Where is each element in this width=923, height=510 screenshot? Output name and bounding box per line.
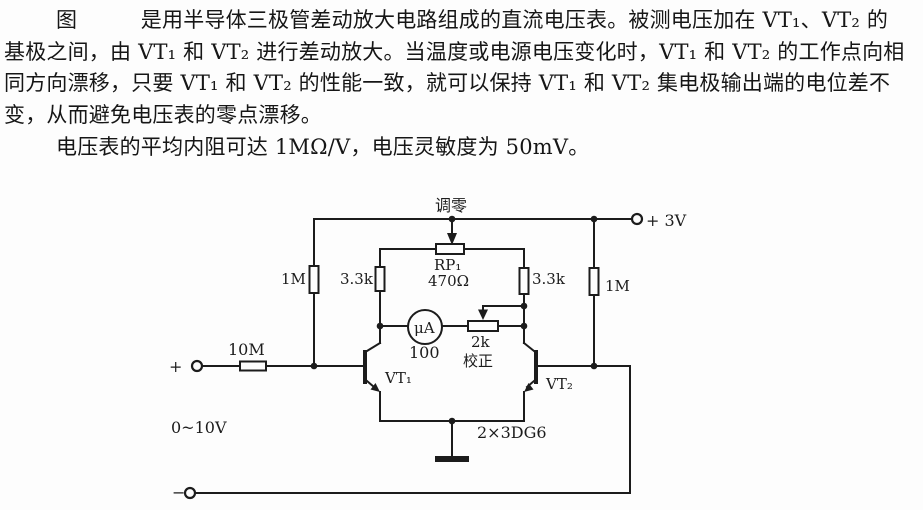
resistor-3.3k-right (518, 267, 530, 295)
rp1-name-label: RP₁ (434, 256, 461, 274)
resistor-3.3k-left (374, 266, 386, 292)
plus-sign-label: + (169, 357, 182, 376)
microammeter (407, 309, 443, 345)
resistors (239, 243, 600, 372)
r-1m-right-label: 1M (605, 277, 630, 295)
rp1-wiper-arrow-icon (447, 233, 457, 245)
text-line: 图 是用半导体三极管差动放大电路组成的直流电压表。被测电压加在 VT₁、VT₂ … (56, 8, 889, 32)
vt1-emitter-arrow-icon (370, 383, 380, 392)
vt2-emitter-arrow-icon (524, 383, 534, 392)
vt1-label: VT₁ (384, 369, 412, 387)
return-loop-wire (194, 365, 631, 494)
r-1m-left-label: 1M (281, 270, 306, 288)
vt2-collector-wire (522, 341, 536, 353)
minus-sign-label: − (172, 483, 185, 502)
r-10m-label: 10M (228, 340, 265, 359)
input-plus-terminal (190, 359, 204, 373)
resistor-10m-input (239, 360, 267, 372)
text-line: 基极之间，由 VT₁ 和 VT₂ 进行差动放大。当温度或电源电压变化时，VT₁ … (4, 39, 905, 64)
calibration-label: 校正 (463, 352, 493, 370)
rheostat-2k (467, 320, 499, 332)
potentiometer-rp1 (435, 243, 465, 255)
cal-wiper-arrow-icon (478, 309, 488, 320)
transistor-type-label: 2×3DG6 (477, 423, 547, 442)
vt1-emitter-wire (365, 379, 381, 422)
input-minus-terminal (183, 486, 197, 500)
cal-wiper-wire (482, 305, 525, 312)
zero-adjust-label: 调零 (435, 196, 467, 215)
meter-value-label: 100 (409, 343, 440, 362)
r-3.3k-left-label: 3.3k (340, 270, 374, 288)
input-range-label: 0~10V (171, 418, 227, 437)
intro-paragraph: 图 是用半导体三极管差动放大电路组成的直流电压表。被测电压加在 VT₁、VT₂ … (4, 5, 920, 164)
resistor-1m-left (308, 265, 320, 294)
supply-terminal (630, 212, 644, 226)
junction-dots (310, 215, 598, 425)
vt2-label: VT₂ (545, 375, 573, 393)
r-2k-label: 2k (471, 333, 491, 351)
r-3.3k-right-label: 3.3k (532, 270, 566, 288)
meter-unit-label: μA (414, 319, 435, 337)
resistor-1m-right (588, 267, 600, 296)
circuit-wires (194, 218, 633, 494)
text-line: 变，从而避免电压表的零点漂移。 (4, 102, 322, 127)
rp1-value-label: 470Ω (428, 272, 469, 290)
terminals (183, 212, 644, 500)
vt1-collector-wire (365, 341, 382, 353)
supply-label: + 3V (646, 211, 687, 230)
specs-line: 电压表的平均内阻可达 1MΩ/V，电压灵敏度为 50mV。 (56, 135, 590, 159)
text-line: 同方向漂移，只要 VT₁ 和 VT₂ 的性能一致，就可以保持 VT₁ 和 VT₂… (4, 71, 891, 95)
